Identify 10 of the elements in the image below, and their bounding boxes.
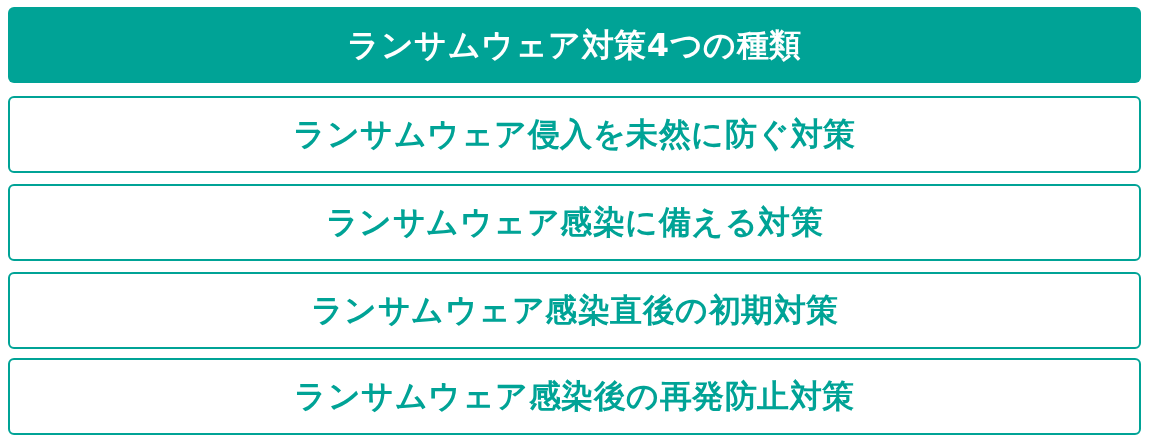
category-label: ランサムウェア侵入を未然に防ぐ対策 bbox=[293, 115, 856, 154]
category-box bbox=[8, 184, 1141, 261]
category-label: ランサムウェア感染に備える対策 bbox=[325, 203, 824, 242]
category-box bbox=[8, 272, 1141, 349]
category-box bbox=[8, 96, 1141, 173]
category-label: ランサムウェア感染後の再発防止対策 bbox=[294, 377, 855, 416]
heading-banner bbox=[8, 7, 1141, 83]
heading-text: ランサムウェア対策4つの種類 bbox=[347, 25, 802, 65]
category-box bbox=[8, 358, 1141, 435]
category-label: ランサムウェア感染直後の初期対策 bbox=[310, 291, 839, 330]
